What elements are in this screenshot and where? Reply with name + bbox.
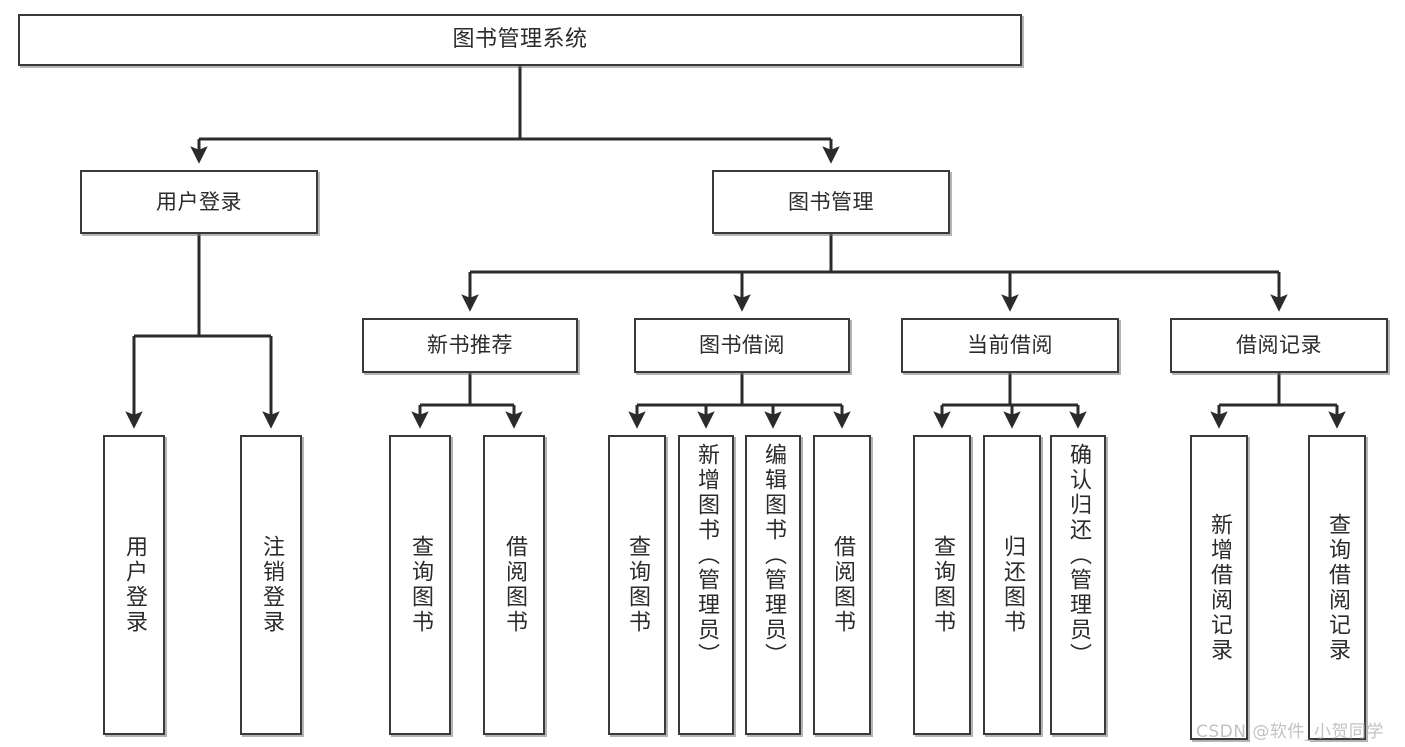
node-root[interactable]: 图书管理系统 [18, 14, 1022, 66]
leaf-user-logout-label: 注销登录 [259, 535, 284, 635]
leaf-edit-book-label: 编辑图书（管理员） [761, 443, 786, 668]
leaf-return-book[interactable]: 归还图书 [983, 435, 1041, 735]
leaf-user-logout[interactable]: 注销登录 [240, 435, 302, 735]
leaf-borrow-book-2[interactable]: 借阅图书 [813, 435, 871, 735]
node-borrow-record-label: 借阅记录 [1236, 333, 1322, 358]
leaf-add-book[interactable]: 新增图书（管理员） [678, 435, 734, 735]
leaf-query-book-3-label: 查询图书 [930, 535, 955, 635]
node-book-manage[interactable]: 图书管理 [712, 170, 950, 234]
leaf-borrow-book-1-label: 借阅图书 [502, 535, 527, 635]
leaf-add-book-label: 新增图书（管理员） [694, 443, 719, 668]
leaf-query-book-2-label: 查询图书 [625, 535, 650, 635]
node-root-label: 图书管理系统 [452, 27, 588, 53]
node-book-manage-label: 图书管理 [788, 189, 874, 214]
leaf-add-borrow-record[interactable]: 新增借阅记录 [1190, 435, 1248, 740]
leaf-query-borrow-record-label: 查询借阅记录 [1325, 512, 1350, 663]
node-book-borrow-label: 图书借阅 [699, 333, 785, 358]
leaf-return-book-label: 归还图书 [1000, 535, 1025, 635]
node-current-borrow[interactable]: 当前借阅 [901, 318, 1119, 373]
node-new-book-recommend[interactable]: 新书推荐 [362, 318, 578, 373]
leaf-query-book-3[interactable]: 查询图书 [913, 435, 971, 735]
leaf-edit-book[interactable]: 编辑图书（管理员） [745, 435, 801, 735]
leaf-query-borrow-record[interactable]: 查询借阅记录 [1308, 435, 1366, 740]
node-user-login[interactable]: 用户登录 [80, 170, 318, 234]
leaf-add-borrow-record-label: 新增借阅记录 [1207, 512, 1232, 663]
node-borrow-record[interactable]: 借阅记录 [1170, 318, 1388, 373]
node-current-borrow-label: 当前借阅 [967, 333, 1053, 358]
node-new-book-recommend-label: 新书推荐 [427, 333, 513, 358]
leaf-borrow-book-2-label: 借阅图书 [830, 535, 855, 635]
node-book-borrow[interactable]: 图书借阅 [634, 318, 850, 373]
leaf-confirm-return-label: 确认归还（管理员） [1066, 443, 1091, 668]
node-user-login-label: 用户登录 [156, 189, 242, 214]
leaf-user-login[interactable]: 用户登录 [103, 435, 165, 735]
leaf-query-book-2[interactable]: 查询图书 [608, 435, 666, 735]
leaf-confirm-return[interactable]: 确认归还（管理员） [1050, 435, 1106, 735]
leaf-borrow-book-1[interactable]: 借阅图书 [483, 435, 545, 735]
leaf-query-book-1[interactable]: 查询图书 [389, 435, 451, 735]
leaf-query-book-1-label: 查询图书 [408, 535, 433, 635]
leaf-user-login-label: 用户登录 [122, 535, 147, 635]
